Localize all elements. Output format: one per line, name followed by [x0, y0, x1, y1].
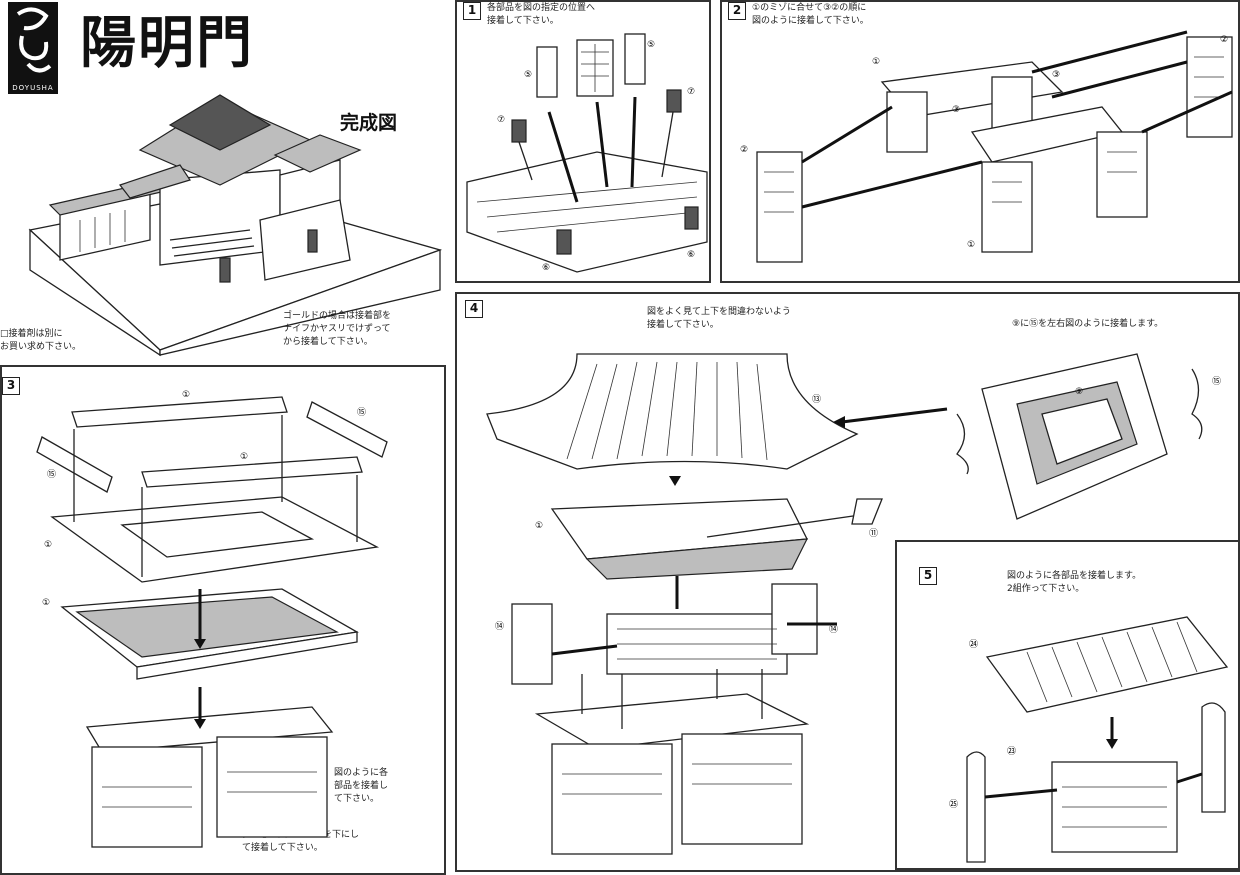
step-2-panel: 2 ①のミゾに合せて③②の順に 図のように接着して下さい。 ① ② ② ③ ③ …: [720, 0, 1240, 283]
svg-text:⑤: ⑤: [647, 40, 655, 50]
svg-text:②: ②: [740, 145, 748, 155]
svg-text:⑭: ⑭: [829, 624, 838, 635]
svg-text:①: ①: [872, 57, 880, 67]
gold-note: ゴールドの場合は接着部を ナイフかヤスリでけずって から接着して下さい。: [283, 311, 392, 347]
step-5-text: 図のように各部品を接着します。 2組作って下さい。: [1007, 571, 1142, 594]
svg-text:①: ①: [535, 521, 543, 531]
svg-text:⑨: ⑨: [1075, 387, 1083, 397]
step-2-diagram: ① ② ② ③ ③ ①: [740, 30, 1233, 263]
step-3-text: 図のように各 部品を接着し て下さい。: [334, 768, 389, 804]
svg-text:⑮: ⑮: [47, 469, 56, 480]
step-4-diagram: ⑬ ① ⑪ ⑭ ⑭ ⑨ ⑮: [486, 353, 1221, 855]
svg-text:⑬: ⑬: [812, 394, 821, 405]
step-2-text: ①のミゾに合せて③②の順に 図のように接着して下さい。: [752, 3, 869, 26]
svg-text:⑮: ⑮: [1212, 376, 1221, 387]
step-3-diagram: ① ⑮ ⑮ ① ① ①: [36, 390, 388, 848]
step-1-text: 各部品を図の指定の位置へ 接着して下さい。: [487, 3, 596, 26]
step-4-number: 4: [465, 300, 483, 318]
svg-text:①: ①: [182, 390, 190, 400]
svg-text:㉕: ㉕: [949, 799, 958, 810]
page-title: 陽明門: [80, 10, 254, 76]
step-3-number: 3: [2, 377, 20, 395]
step-5-number: 5: [919, 567, 937, 585]
step-4-panel: 4 図をよく見て上下を間違わないよう 接着して下さい。 ⑨に⑮を左右図のように接…: [455, 292, 1240, 872]
completed-gate-illustration: [28, 94, 443, 357]
svg-text:㉔: ㉔: [969, 639, 978, 650]
svg-text:③: ③: [1052, 70, 1060, 80]
step-1-number: 1: [463, 2, 481, 20]
svg-text:⑮: ⑮: [357, 407, 366, 418]
svg-text:②: ②: [1220, 35, 1228, 45]
adhesive-note: □接着剤は別に お買い求め下さい。: [0, 329, 82, 352]
svg-text:⑥: ⑥: [542, 263, 550, 273]
step-4-text: 図をよく見て上下を間違わないよう 接着して下さい。: [647, 307, 791, 330]
step-4-text-2: ⑨に⑮を左右図のように接着します。: [1012, 319, 1164, 329]
logo-text: DOYUSHA: [12, 84, 54, 92]
logo-mark-icon: [16, 7, 52, 73]
step-1-diagram: ⑤ ⑤ ⑦ ⑦ ⑥ ⑥: [466, 33, 708, 273]
svg-text:⑦: ⑦: [687, 87, 695, 97]
svg-text:⑤: ⑤: [524, 70, 532, 80]
svg-text:①: ①: [240, 452, 248, 462]
step-2-number: 2: [728, 2, 746, 20]
svg-text:⑦: ⑦: [497, 115, 505, 125]
completed-view-label: 完成図: [340, 112, 398, 134]
svg-text:①: ①: [967, 240, 975, 250]
step-5-panel: 5 図のように各部品を接着します。 2組作って下さい。 ㉔ ㉓ ㉕: [895, 540, 1240, 870]
doyusha-logo: DOYUSHA: [8, 2, 58, 94]
svg-text:①: ①: [44, 540, 52, 550]
svg-text:⑭: ⑭: [495, 621, 504, 632]
svg-text:⑪: ⑪: [869, 528, 878, 539]
step-1-panel: 1 各部品を図の指定の位置へ 接着して下さい。 ⑤ ⑤ ⑦ ⑦ ⑥ ⑥: [455, 0, 711, 283]
svg-text:㉓: ㉓: [1007, 746, 1016, 757]
svg-text:③: ③: [952, 105, 960, 115]
svg-text:①: ①: [42, 598, 50, 608]
step-5-diagram: ㉔ ㉓ ㉕: [949, 616, 1229, 863]
step-3-panel: 3 図のように各 部品を接着し て下さい。 但し⑮は大きいワクを下にし て接着し…: [0, 365, 446, 875]
svg-text:⑥: ⑥: [687, 250, 695, 260]
